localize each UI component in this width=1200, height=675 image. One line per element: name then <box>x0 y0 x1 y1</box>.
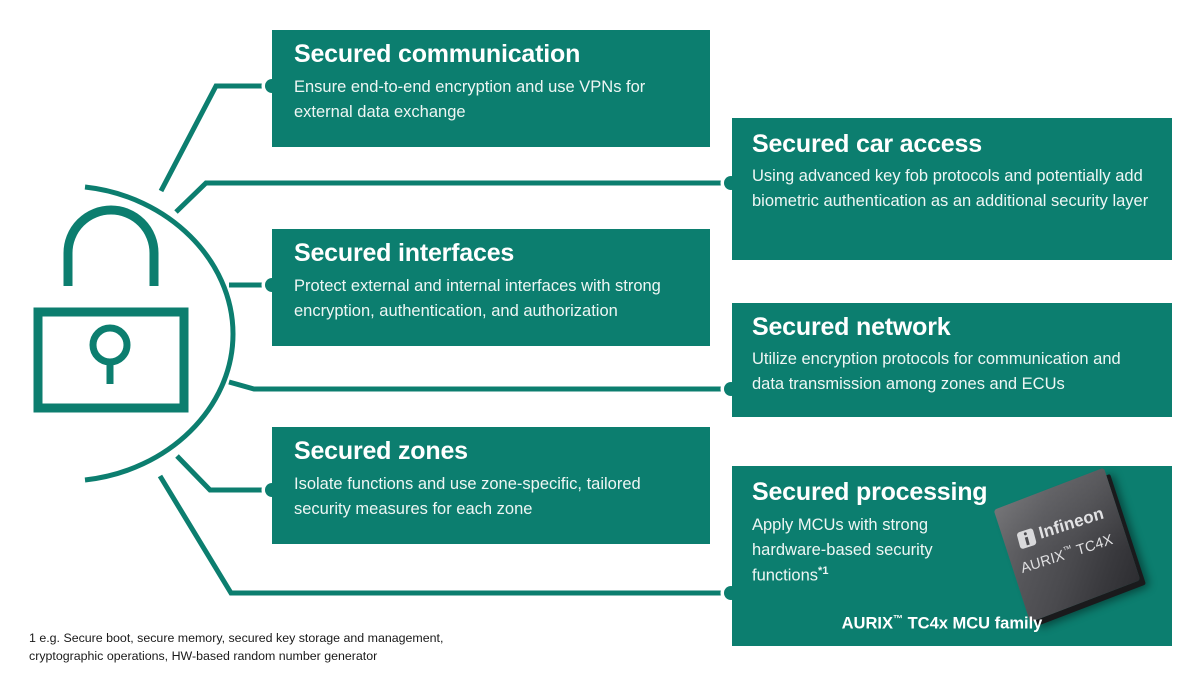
chip-caption-prefix: AURIX <box>841 614 893 632</box>
card-title: Secured communication <box>294 40 581 68</box>
card-title: Secured interfaces <box>294 239 515 267</box>
card-secured-interfaces[interactable]: Secured interfaces Protect external and … <box>272 229 710 346</box>
chip-caption-suffix: TC4x MCU family <box>902 614 1043 632</box>
chip-part-name: AURIX <box>1019 547 1067 578</box>
connector-secured-network <box>228 379 731 392</box>
card-secured-car-access[interactable]: Secured car access Using advanced key fo… <box>732 118 1172 260</box>
card-secured-network[interactable]: Secured network Utilize encryption proto… <box>732 303 1172 417</box>
footnote-line-2: cryptographic operations, HW-based rando… <box>29 648 378 663</box>
card-secured-zones[interactable]: Secured zones Isolate functions and use … <box>272 427 710 544</box>
connector-secured-zones <box>175 454 272 493</box>
trademark-symbol: ™ <box>892 613 903 625</box>
card-body-line-3: functions <box>752 566 819 585</box>
card-secured-communication[interactable]: Secured communication Ensure end-to-end … <box>272 30 710 147</box>
card-body: Using advanced key fob protocols and pot… <box>752 167 1149 211</box>
card-secured-processing[interactable]: Secured processing Apply MCUs with stron… <box>732 466 1172 646</box>
footnote-marker: *1 <box>818 565 829 578</box>
card-body: Isolate functions and use zone-specific,… <box>294 475 641 519</box>
footnote: 1 e.g. Secure boot, secure memory, secur… <box>29 630 459 666</box>
connector-secured-communication <box>158 83 272 193</box>
card-title: Secured zones <box>294 437 468 465</box>
connector-secured-car-access <box>174 180 731 214</box>
card-title: Secured processing <box>752 478 988 506</box>
padlock-keyhole-ring <box>89 324 131 366</box>
card-title: Secured network <box>752 313 951 341</box>
chip-part-suffix: TC4X <box>1070 531 1115 561</box>
infineon-logo-icon <box>1016 527 1037 550</box>
padlock-body <box>33 307 189 413</box>
footnote-line-1: 1 e.g. Secure boot, secure memory, secur… <box>29 631 444 645</box>
card-body: Utilize encryption protocols for communi… <box>752 350 1121 394</box>
card-body-line-1: Apply MCUs with strong <box>752 516 929 534</box>
card-body: Ensure end-to-end encryption and use VPN… <box>294 78 646 122</box>
card-body: Apply MCUs with strong hardware-based sec… <box>752 513 967 589</box>
padlock-icon <box>33 205 189 413</box>
chip-caption: AURIX™ TC4x MCU family <box>732 614 1152 634</box>
padlock-shackle <box>63 205 159 286</box>
hub-arc <box>84 184 236 483</box>
card-title: Secured car access <box>752 130 982 158</box>
card-body-line-2: hardware-based security <box>752 541 933 560</box>
card-body: Protect external and internal interfaces… <box>294 277 661 321</box>
